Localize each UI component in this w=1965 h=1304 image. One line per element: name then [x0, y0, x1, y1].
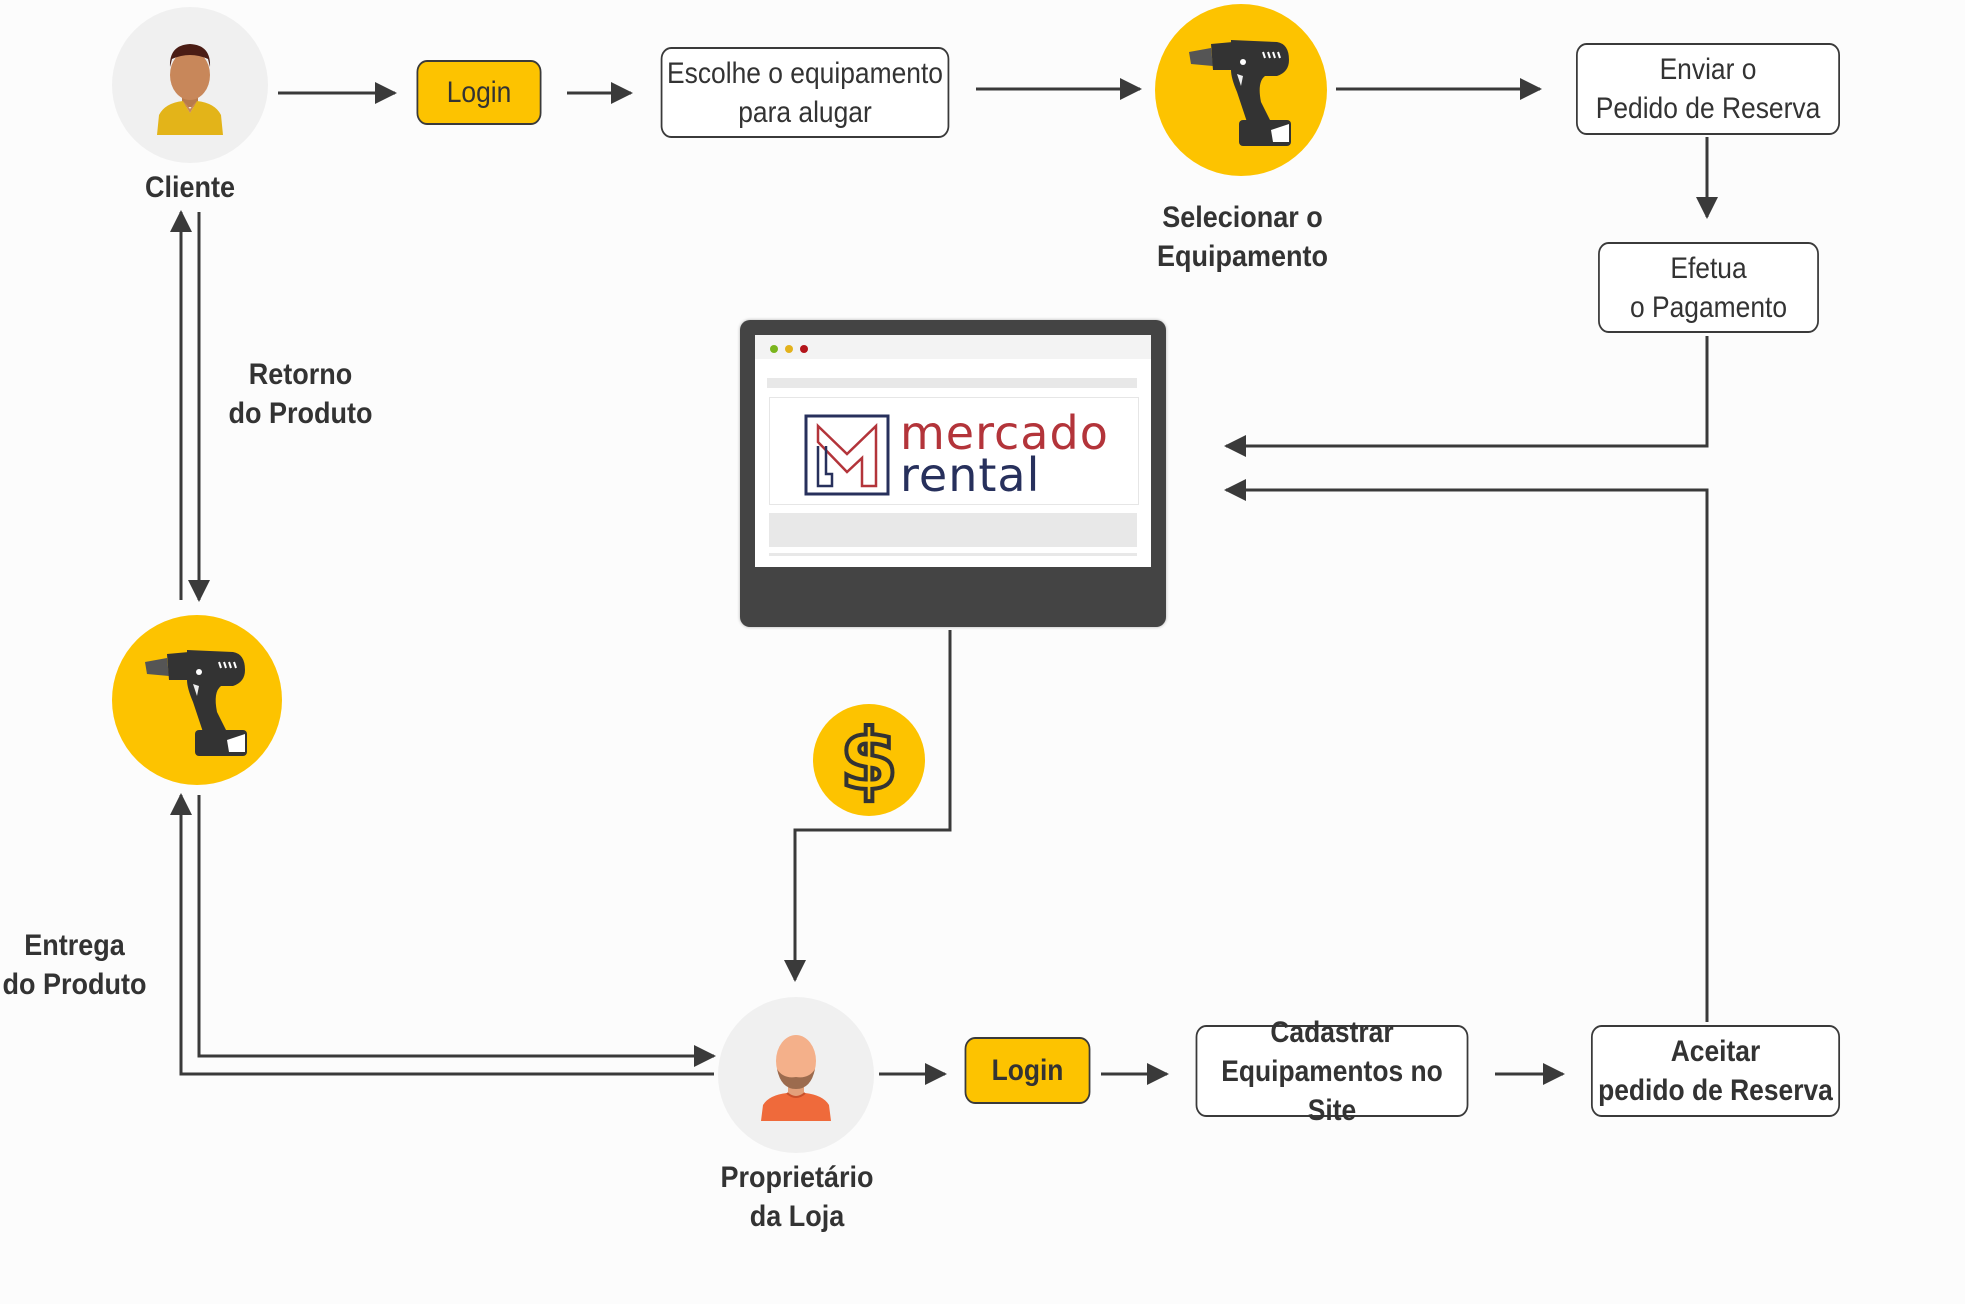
send-reservation-line1: Enviar o	[1659, 53, 1757, 86]
arrow-drill-to-owner	[197, 795, 716, 1067]
accept-reservation-line2: pedido de Reserva	[1598, 1074, 1833, 1107]
owner-login-step[interactable]: Login	[964, 1037, 1091, 1104]
register-equipment-line1: Cadastrar	[1270, 1015, 1394, 1049]
client-avatar	[112, 7, 268, 163]
drill-icon	[1189, 40, 1291, 146]
website-logo-panel: mercado rental	[769, 397, 1139, 505]
dollar-icon: $	[838, 711, 900, 809]
owner-label: Proprietário da Loja	[703, 1158, 892, 1236]
website-content-bar	[769, 513, 1137, 547]
make-payment-line2: o Pagamento	[1629, 290, 1788, 324]
choose-equipment-line1: Escolhe o equipamento	[667, 56, 943, 90]
delivery-product-line2: do Produto	[2, 968, 147, 1001]
website-monitor[interactable]: mercado rental	[740, 320, 1166, 627]
arrow-accept-to-website	[1224, 479, 1709, 1022]
return-product-label: Retorno do Produto	[217, 355, 384, 433]
owner-avatar	[718, 997, 874, 1153]
accept-reservation-step[interactable]: Aceitar pedido de Reserva	[1590, 1025, 1841, 1117]
mercado-rental-logo-icon	[804, 414, 890, 496]
website-footer-line	[769, 553, 1137, 556]
select-equipment-label: Selecionar o Equipamento	[1146, 198, 1340, 276]
product-node	[112, 615, 282, 785]
send-reservation-step[interactable]: Enviar o Pedido de Reserva	[1576, 43, 1840, 135]
window-dot-yellow-top	[785, 345, 793, 353]
window-dot-green-top	[770, 345, 778, 353]
delivery-product-label: Entrega do Produto	[0, 926, 149, 1004]
client-login-step[interactable]: Login	[416, 60, 542, 125]
select-equipment-line2: Equipamento	[1156, 240, 1328, 273]
owner-label-line2: da Loja	[749, 1200, 845, 1233]
drill-icon	[145, 650, 247, 756]
window-dot-red-top	[800, 345, 808, 353]
website-screen: mercado rental	[755, 335, 1151, 567]
owner-label-line1: Proprietário	[720, 1161, 874, 1194]
logo-word-rental: rental	[900, 448, 1041, 502]
client-avatar-icon	[157, 44, 223, 135]
delivery-product-line1: Entrega	[24, 929, 125, 962]
send-reservation-line2: Pedido de Reserva	[1595, 92, 1821, 125]
return-product-line1: Retorno	[248, 358, 353, 391]
select-equipment-node[interactable]	[1155, 4, 1327, 176]
select-equipment-line1: Selecionar o	[1162, 201, 1323, 234]
client-login-label: Login	[446, 76, 512, 109]
arrow-owner-to-drill	[170, 793, 714, 1076]
make-payment-line1: Efetua	[1670, 251, 1747, 285]
register-equipment-step[interactable]: Cadastrar Equipamentos no Site	[1195, 1016, 1469, 1127]
choose-equipment-line2: para alugar	[738, 95, 872, 129]
choose-equipment-step[interactable]: Escolhe o equipamento para alugar	[660, 47, 950, 138]
website-nav-bar	[767, 378, 1137, 388]
owner-login-label: Login	[991, 1054, 1064, 1087]
make-payment-step[interactable]: Efetua o Pagamento	[1598, 242, 1819, 333]
register-equipment-line2: Equipamentos no Site	[1221, 1054, 1443, 1127]
client-label: Cliente	[144, 171, 236, 204]
arrow-website-to-owner	[784, 630, 952, 982]
return-product-line2: do Produto	[228, 397, 373, 430]
arrow-pay-to-website	[1224, 336, 1709, 457]
payment-node: $	[813, 704, 925, 816]
accept-reservation-line1: Aceitar	[1670, 1035, 1761, 1068]
owner-avatar-icon	[761, 1035, 831, 1121]
logo-word-mercado: mercado	[900, 406, 1109, 460]
